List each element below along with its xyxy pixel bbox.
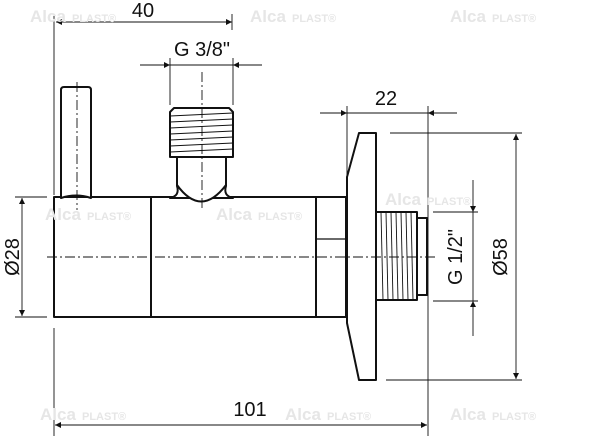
dimension-101: 101 [53,328,427,436]
watermark-suffix: PLAST® [258,211,302,223]
watermark-suffix: PLAST® [492,411,536,423]
watermark-brand: Alca [45,205,81,224]
dimension-g38-label: G 3/8" [174,39,230,61]
dimension-22: 22 [320,88,457,436]
watermark-brand: Alca [450,7,486,26]
watermark-brand: Alca [250,7,286,26]
dimension-d28: Ø28 [2,196,47,318]
watermark-suffix: PLAST® [292,13,336,25]
handle [60,82,92,210]
watermark-suffix: PLAST® [492,13,536,25]
watermark-brand: Alca [450,405,486,424]
watermark-brand: Alca [385,190,421,209]
watermark-brand: Alca [285,405,321,424]
dimension-g12-label: G 1/2" [445,229,467,285]
dimension-40: 40 [53,0,233,195]
dimension-g12: G 1/2" [433,180,478,336]
watermark-suffix: PLAST® [327,411,371,423]
flange [346,132,377,381]
dimension-d28-label: Ø28 [2,238,24,276]
outlet-connector [169,72,234,210]
watermark-brand: Alca [40,405,76,424]
dimension-d58: Ø58 [386,132,522,381]
watermark-brand: Alca [216,205,252,224]
dimension-g38: G 3/8" [140,39,262,105]
dimension-101-label: 101 [233,399,266,421]
watermark-brand: Alca [30,7,66,26]
dimension-22-label: 22 [375,88,397,110]
inlet-thread [375,211,428,301]
watermark-suffix: PLAST® [427,196,471,208]
watermark-suffix: PLAST® [72,13,116,25]
watermark-suffix: PLAST® [87,211,131,223]
watermark-suffix: PLAST® [82,411,126,423]
dimension-40-label: 40 [132,0,154,22]
dimension-d58-label: Ø58 [490,238,512,276]
